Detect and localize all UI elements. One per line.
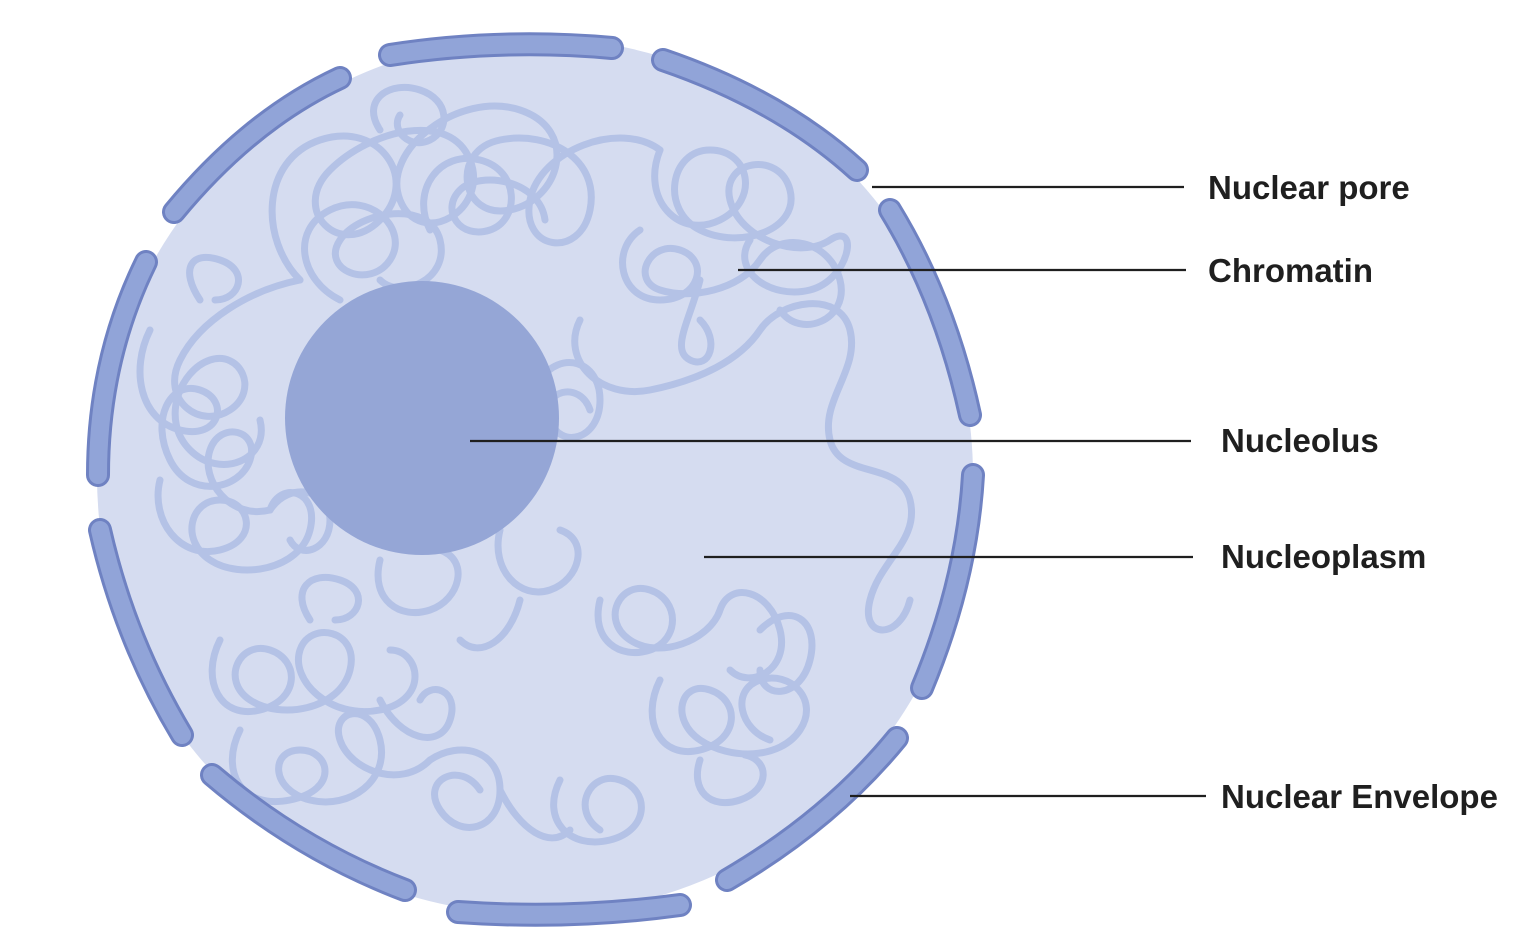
label-nucleolus: Nucleolus bbox=[1221, 422, 1379, 459]
labels: Nuclear pore Chromatin Nucleolus Nucleop… bbox=[1208, 169, 1498, 815]
label-nuclear-pore: Nuclear pore bbox=[1208, 169, 1410, 206]
nuclear-envelope bbox=[86, 32, 985, 927]
label-nuclear-envelope: Nuclear Envelope bbox=[1221, 778, 1498, 815]
label-nucleoplasm: Nucleoplasm bbox=[1221, 538, 1426, 575]
nucleolus bbox=[285, 281, 559, 555]
leader-lines bbox=[470, 185, 1206, 798]
label-chromatin: Chromatin bbox=[1208, 252, 1373, 289]
chromatin bbox=[136, 83, 916, 846]
